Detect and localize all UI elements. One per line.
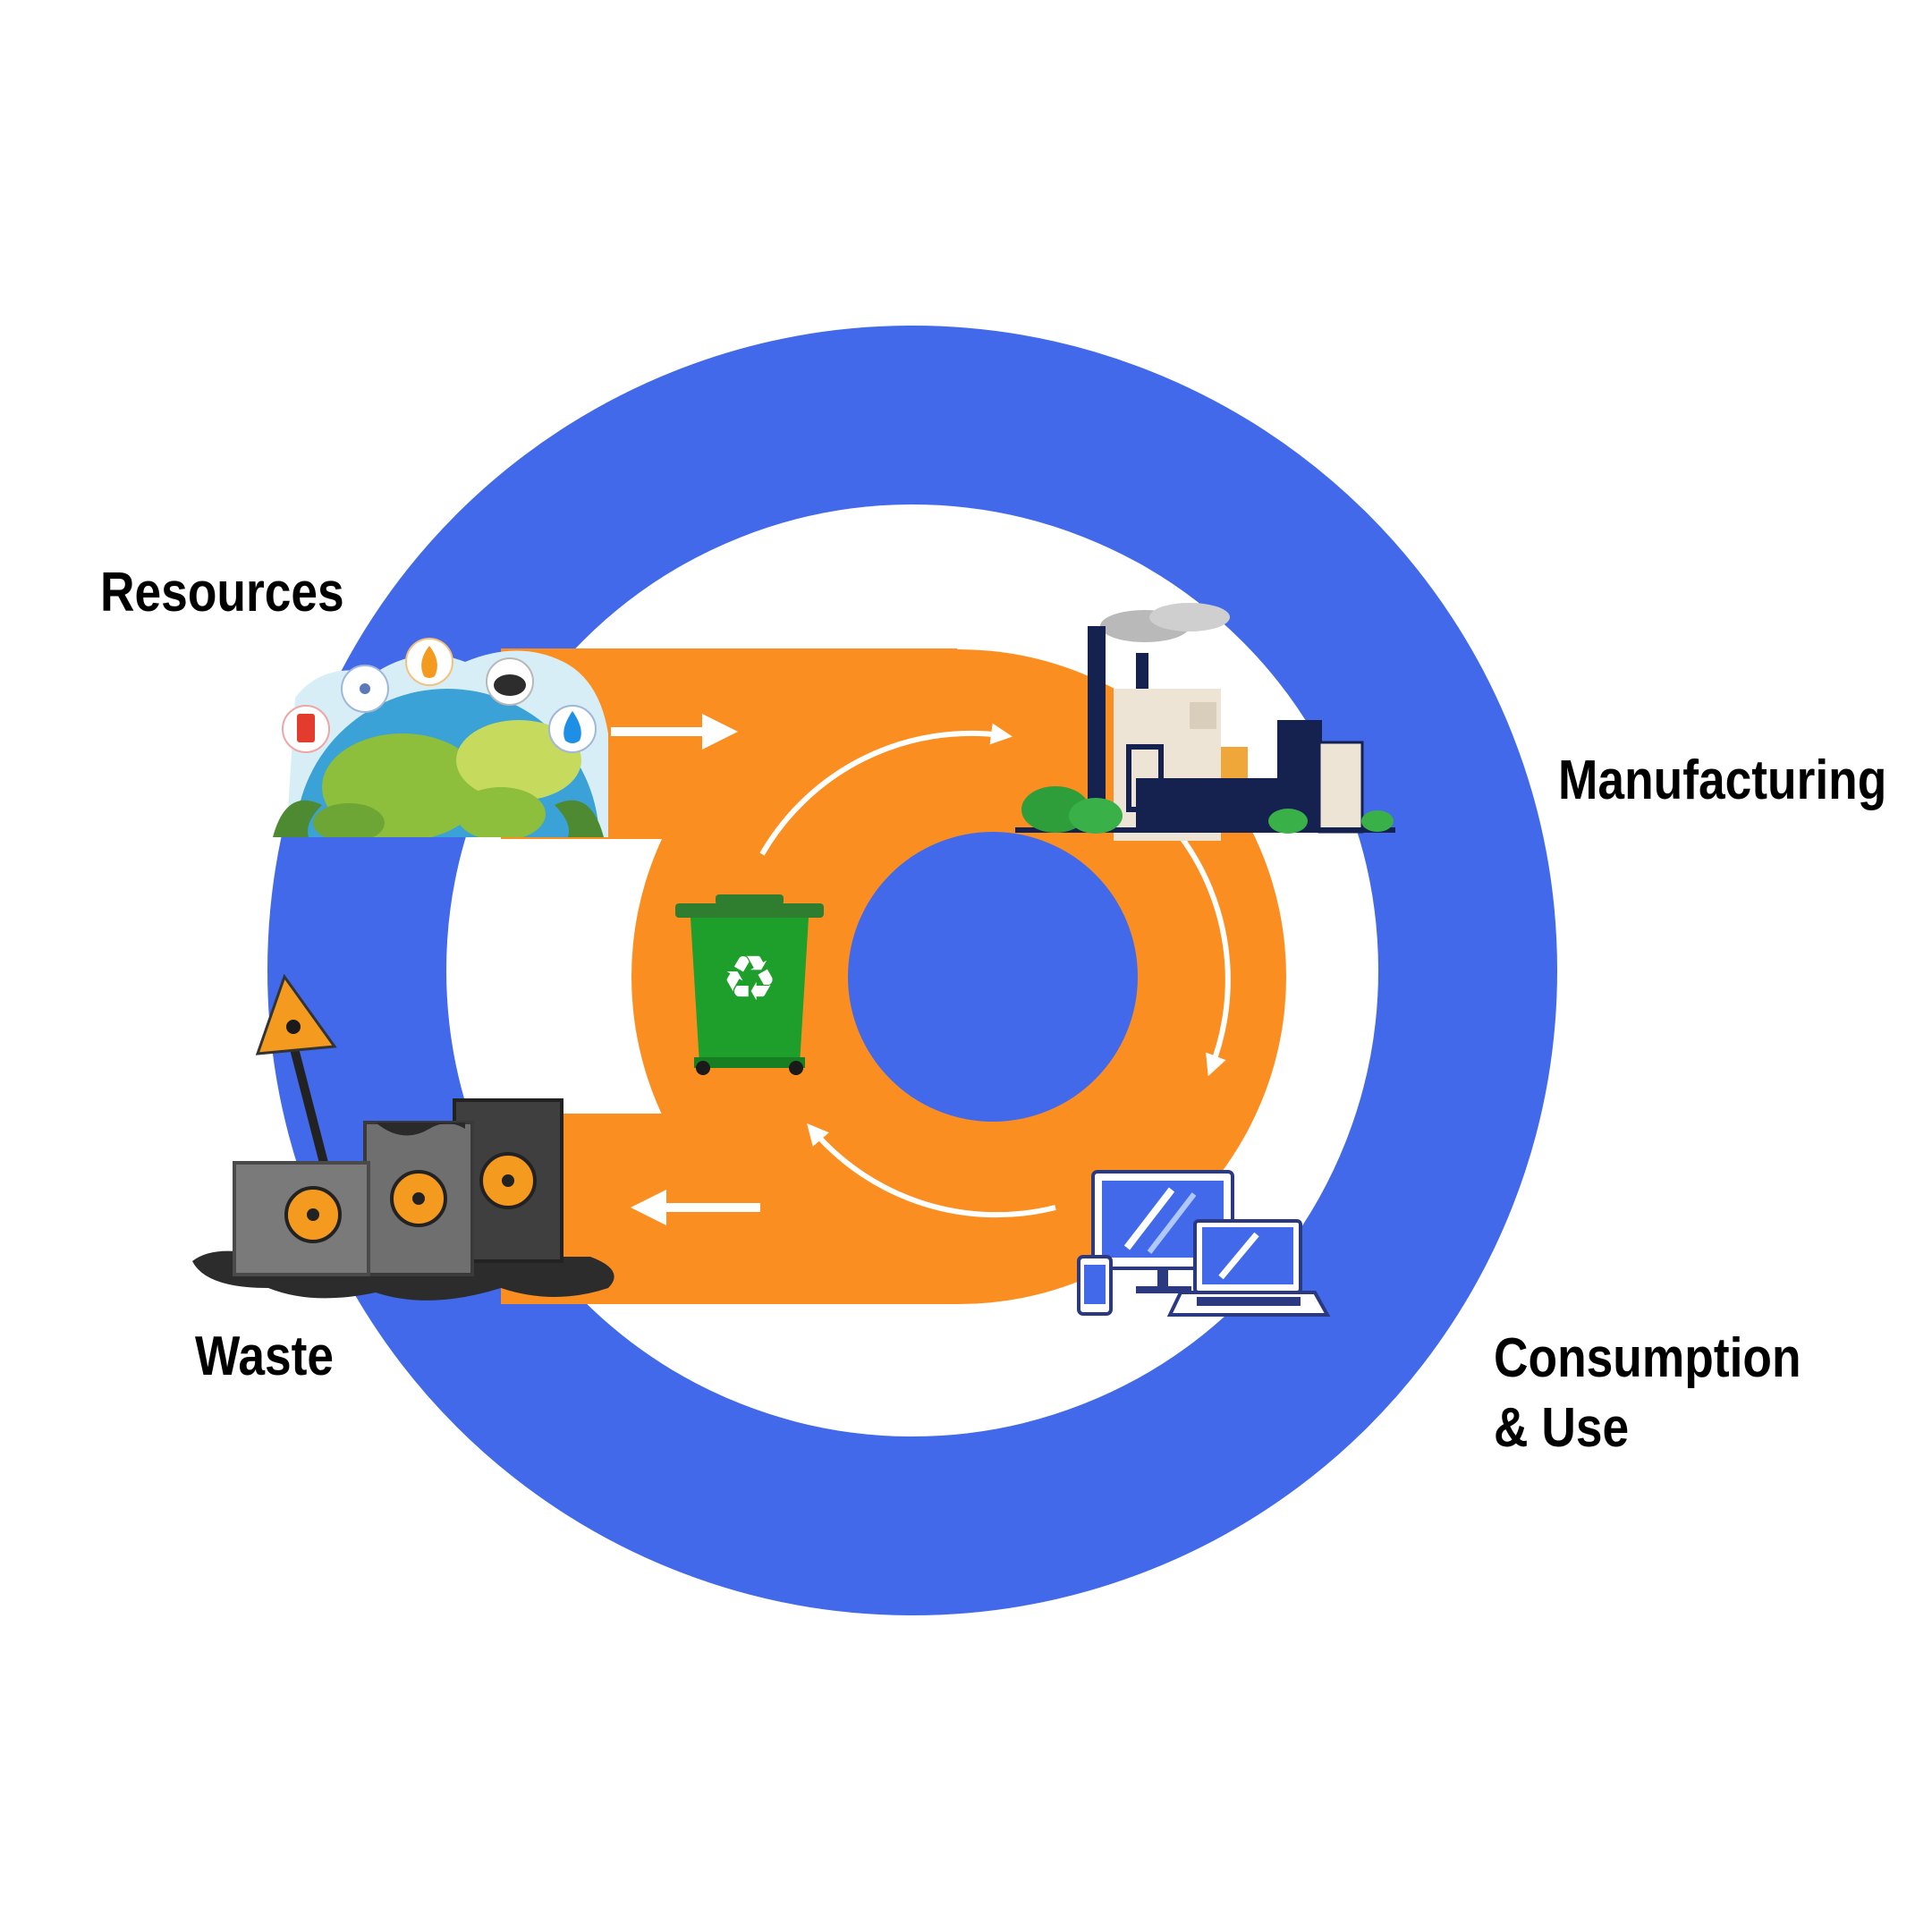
cycle-arrow-bottom [807, 1123, 1056, 1218]
outer-ring [267, 326, 1557, 1615]
inner-circle [848, 832, 1138, 1122]
radioactive-barrels-icon [192, 973, 614, 1301]
svg-text:♻: ♻ [722, 942, 778, 1015]
electronic-devices-icon [1077, 1170, 1331, 1317]
label-resources: Resources [100, 562, 344, 623]
earth-with-resources-icon [273, 638, 608, 837]
label-waste: Waste [195, 1326, 335, 1387]
label-consumption-and-use: Consumption & Use [1494, 1327, 1801, 1459]
cycle-arrow-right [1178, 835, 1231, 1077]
cycle-arrow-top [759, 723, 1013, 856]
recycle-bin-icon: ♻ [675, 894, 824, 1075]
factory-icon [1015, 603, 1395, 841]
label-manufacturing: Manufacturing [1558, 750, 1887, 811]
